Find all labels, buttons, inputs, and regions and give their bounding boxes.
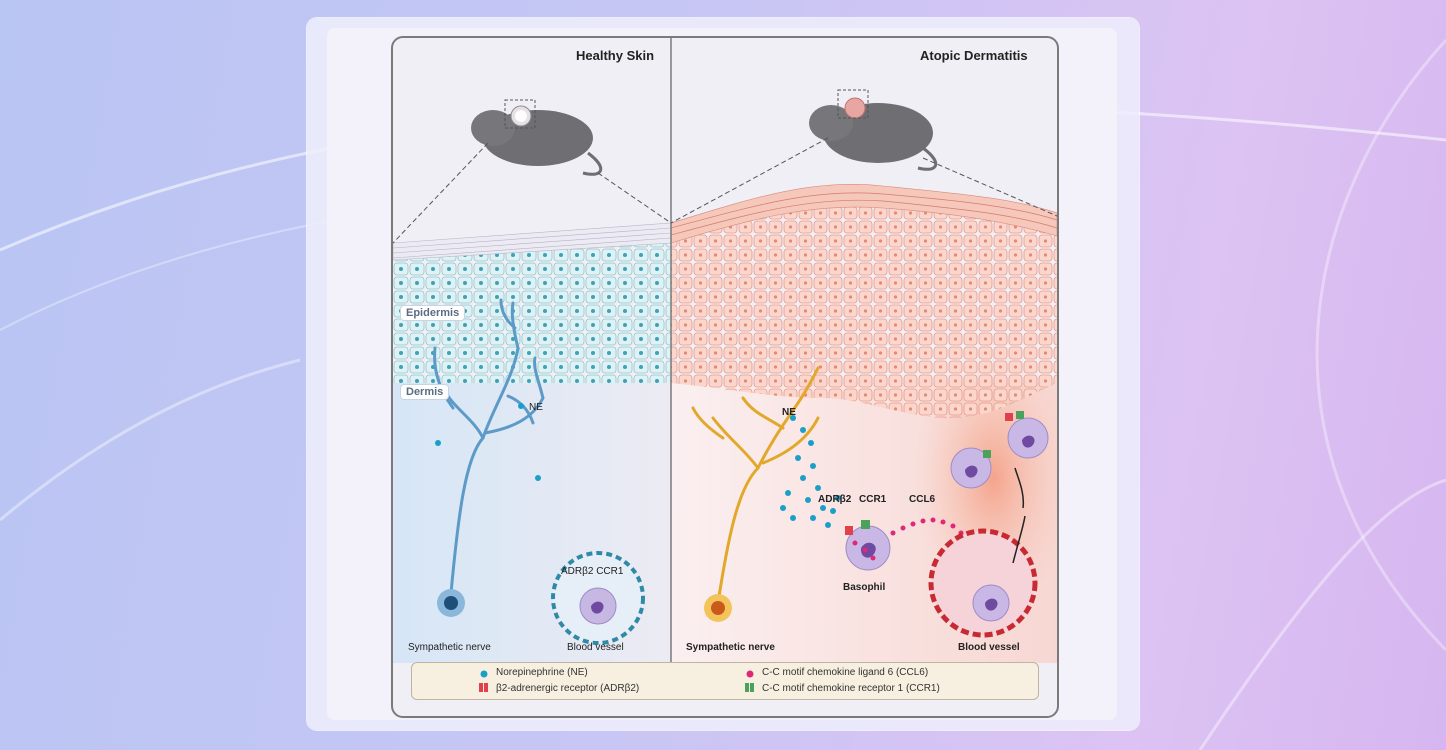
- ne-particles: [435, 403, 841, 528]
- healthy-vessel-label: Blood vessel: [567, 642, 624, 653]
- healthy-epidermis: [393, 223, 671, 383]
- ad-nerve-label: Sympathetic nerve: [686, 642, 775, 653]
- ad-sympathetic-nerve: [691, 366, 820, 605]
- legend-ne: Norepinephrine (NE): [496, 667, 588, 678]
- healthy-mouse: [471, 99, 602, 176]
- ad-ccr1-label: CCR1: [859, 494, 887, 505]
- epidermis-tag: Epidermis: [400, 305, 466, 321]
- healthy-skin-title: Healthy Skin: [576, 48, 655, 63]
- ad-blood-vessel: [928, 528, 1038, 638]
- skin-diagram: Healthy Skin Atopic Dermatitis Epidermis…: [391, 36, 1059, 718]
- adrb2-legend-icon: [479, 683, 483, 692]
- ad-mouse: [809, 89, 937, 171]
- legend-ccl6: C-C motif chemokine ligand 6 (CCL6): [762, 667, 929, 678]
- ad-ccl6-label: CCL6: [909, 494, 936, 505]
- atopic-dermatitis-title: Atopic Dermatitis: [920, 48, 1028, 63]
- legend-ccr1: C-C motif chemokine receptor 1 (CCR1): [762, 683, 940, 694]
- legend: Norepinephrine (NE) β2-adrenergic recept…: [411, 662, 1039, 700]
- ad-epidermis: [671, 184, 1057, 419]
- legend-adrb2: β2-adrenergic receptor (ADRβ2): [496, 683, 640, 694]
- healthy-receptor-label: ADRβ2 CCR1: [561, 566, 624, 577]
- diagram-graphics: [393, 38, 1057, 663]
- ad-vessel-label: Blood vessel: [958, 642, 1020, 653]
- ccr1-legend-icon: [745, 683, 749, 692]
- ad-basophil-label: Basophil: [843, 582, 886, 593]
- ad-adrb2-label: ADRβ2: [818, 494, 852, 505]
- healthy-ne-label: NE: [529, 402, 543, 413]
- ne-legend-icon: [480, 670, 488, 678]
- ccl6-legend-icon: [746, 670, 754, 678]
- dermis-tag: Dermis: [400, 384, 450, 400]
- ad-ne-label: NE: [782, 407, 796, 418]
- healthy-nerve-label: Sympathetic nerve: [408, 642, 491, 653]
